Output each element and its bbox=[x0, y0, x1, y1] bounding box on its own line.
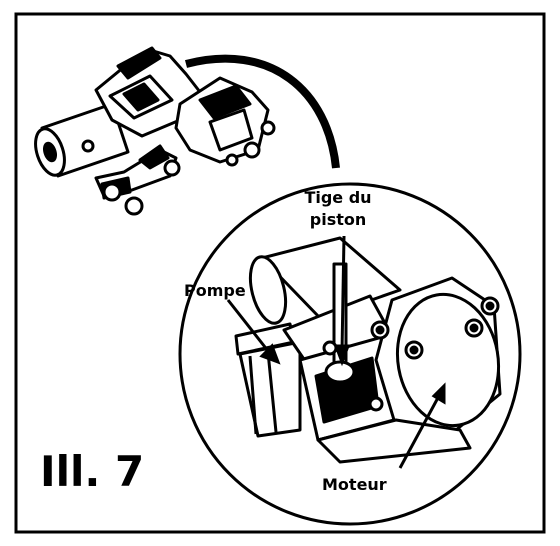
piston-rod-leader bbox=[340, 235, 346, 353]
zoom-detail bbox=[234, 236, 502, 464]
motor-leader bbox=[398, 393, 442, 469]
motor-arrowhead bbox=[431, 382, 446, 405]
piston-rod-label-line1: Tige du bbox=[304, 188, 371, 207]
pump-label: Pompe bbox=[184, 281, 246, 300]
motor-label: Moteur bbox=[322, 475, 387, 494]
piston-rod-label-line2: piston bbox=[310, 210, 367, 229]
piston-rod-arrowhead bbox=[333, 344, 351, 367]
figure-frame bbox=[14, 12, 546, 534]
pump-leader bbox=[226, 299, 274, 357]
leader-lines bbox=[226, 235, 446, 469]
pump-arrowhead bbox=[259, 343, 281, 365]
figure-number: Ill. 7 bbox=[40, 447, 144, 496]
overview-assembly bbox=[34, 46, 276, 216]
zoom-connector bbox=[184, 54, 340, 169]
